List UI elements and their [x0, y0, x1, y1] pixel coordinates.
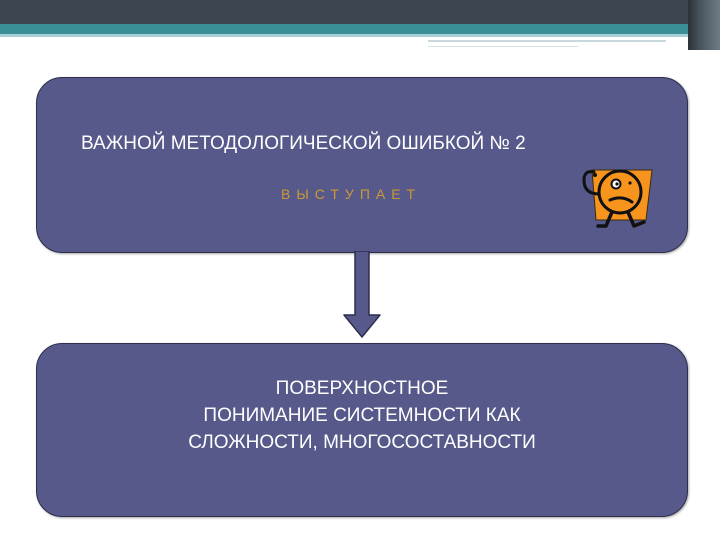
bottom-line-1: ПОВЕРХНОСТНОЕ: [275, 378, 449, 399]
header-teal-light-bar: [0, 34, 720, 37]
header-accent-line: [428, 40, 666, 42]
confused-character-icon: [582, 169, 653, 228]
header-teal-bar: [0, 24, 720, 34]
bottom-statement-text: ПОВЕРХНОСТНОЕ ПОНИМАНИЕ СИСТЕМНОСТИ КАК …: [97, 375, 627, 456]
top-statement-box: ВАЖНОЙ МЕТОДОЛОГИЧЕСКОЙ ОШИБКОЙ № 2 ВЫСТ…: [36, 77, 688, 253]
bottom-line-2: ПОНИМАНИЕ СИСТЕМНОСТИ КАК: [203, 405, 521, 426]
bottom-line-3: СЛОЖНОСТИ, МНОГОСОСТАВНОСТИ: [188, 432, 536, 453]
header-corner-block: [688, 0, 720, 50]
header-accent-line-short: [428, 46, 578, 47]
bottom-statement-box: ПОВЕРХНОСТНОЕ ПОНИМАНИЕ СИСТЕМНОСТИ КАК …: [36, 343, 688, 517]
statement-heading: ВАЖНОЙ МЕТОДОЛОГИЧЕСКОЙ ОШИБКОЙ № 2: [81, 133, 526, 154]
down-arrow-icon: [343, 251, 381, 338]
statement-subheading: ВЫСТУПАЕТ: [281, 186, 422, 202]
header-dark-bar: [0, 0, 720, 24]
